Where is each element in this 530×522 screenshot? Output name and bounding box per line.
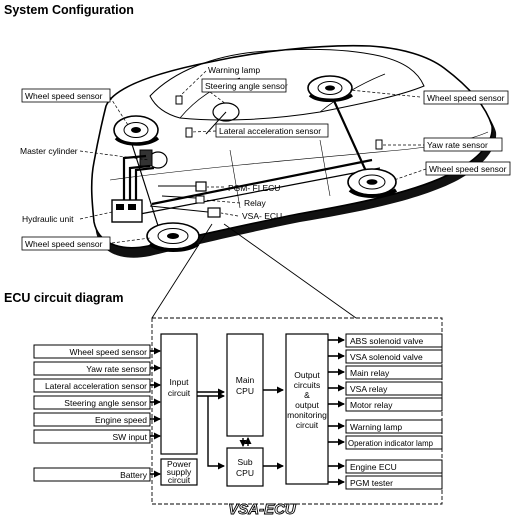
internal-arrows (197, 386, 284, 470)
input-wheel-speed-sensor: Wheel speed sensor (70, 347, 148, 357)
label-wheel-speed-sensor-fr: Wheel speed sensor (427, 93, 505, 103)
input-circuit-block (160, 333, 198, 455)
label-master-cylinder: Master cylinder (20, 146, 78, 156)
label-yaw-rate-sensor: Yaw rate sensor (427, 140, 488, 150)
input-yaw-rate-sensor: Yaw rate sensor (86, 364, 147, 374)
sub-cpu-l1: Sub (237, 457, 252, 467)
label-pgm-fi-ecu: PGM- FI ECU (228, 183, 280, 193)
output-circuit-l1: Output (294, 370, 320, 380)
label-warning-lamp: Warning lamp (208, 65, 260, 75)
brake-booster (139, 149, 153, 167)
label-hydraulic-unit: Hydraulic unit (22, 214, 74, 224)
ecu-callout (151, 223, 357, 319)
steering-wheel (212, 102, 240, 122)
output-engine-ecu: Engine ECU (350, 462, 397, 472)
output-circuit-l5: monitoring (287, 410, 327, 420)
car-leaders (79, 70, 427, 244)
ecu-blocks (160, 333, 329, 487)
label-wheel-speed-sensor-rr: Wheel speed sensor (429, 164, 507, 174)
yaw-rate-part (375, 139, 383, 150)
output-abs-solenoid-valve: ABS solenoid valve (350, 336, 424, 346)
input-circuit-l2: circuit (168, 388, 191, 398)
output-arrows (328, 336, 345, 486)
vsa-ecu-footer: VSA-ECU (228, 501, 297, 518)
input-circuit-l1: Input (170, 377, 190, 387)
output-operation-indicator-lamp: Operation indicator lamp (348, 439, 434, 448)
power-supply-l1: Power (167, 459, 191, 469)
input-labels: Wheel speed sensor Yaw rate sensor Later… (45, 347, 148, 480)
vsa-ecu-outline (151, 317, 443, 505)
lateral-accel-part (185, 127, 193, 138)
harness (149, 185, 209, 213)
door-line (229, 149, 241, 209)
door-line-2 (319, 139, 331, 197)
wheel-rear-right (307, 75, 354, 102)
output-motor-relay: Motor relay (350, 400, 393, 410)
output-main-relay: Main relay (350, 368, 390, 378)
input-steering-angle-sensor: Steering angle sensor (64, 398, 147, 408)
power-supply-block (160, 458, 198, 486)
output-boxes (345, 333, 443, 490)
front-crossmember (129, 137, 161, 233)
output-circuit-block (285, 333, 329, 485)
wheel-rear-left (347, 168, 398, 198)
vsa-ecu-part (207, 207, 221, 218)
wheel-front-right (113, 115, 160, 146)
sub-cpu-block (226, 447, 264, 487)
car-illustration (90, 44, 497, 258)
output-circuit-l6: circuit (296, 420, 319, 430)
sub-cpu-l2: CPU (236, 468, 254, 478)
chassis-rail-left (151, 158, 373, 206)
label-steering-angle-sensor: Steering angle sensor (205, 81, 288, 91)
ecu-circuit-title: ECU circuit diagram (4, 291, 124, 305)
rear-axle (328, 91, 372, 181)
output-warning-lamp: Warning lamp (350, 422, 402, 432)
main-cpu-l2: CPU (236, 386, 254, 396)
input-boxes (33, 344, 151, 482)
label-lateral-accel-sensor: Lateral acceleration sensor (219, 126, 321, 136)
warning-lamp-part (175, 95, 183, 105)
output-labels: ABS solenoid valve VSA solenoid valve Ma… (348, 336, 434, 488)
relay-part (195, 195, 205, 204)
input-battery: Battery (120, 470, 148, 480)
label-wheel-speed-sensor-fl: Wheel speed sensor (25, 91, 103, 101)
car-label-boxes (21, 78, 511, 251)
block-labels: Input circuit Power supply circuit Main … (167, 370, 327, 485)
car-cabin (149, 48, 425, 121)
car-labels: Warning lamp Steering angle sensor Wheel… (20, 65, 507, 249)
steering-column (205, 111, 227, 135)
label-relay: Relay (244, 198, 266, 208)
input-engine-speed: Engine speed (95, 415, 147, 425)
input-sw-input: SW input (113, 432, 148, 442)
output-circuit-l2: circuits (294, 380, 320, 390)
label-wheel-speed-sensor-rl: Wheel speed sensor (25, 239, 103, 249)
system-config-title: System Configuration (4, 3, 134, 17)
output-circuit-l4: output (295, 400, 319, 410)
label-vsa-ecu: VSA- ECU (242, 211, 282, 221)
hydraulic-unit-block (111, 199, 143, 223)
chassis-rail-right (139, 167, 381, 215)
wheel-front-left (146, 222, 200, 252)
input-arrows (150, 347, 161, 478)
power-supply-l2: supply (167, 467, 192, 477)
output-vsa-solenoid-valve: VSA solenoid valve (350, 352, 423, 362)
pgm-fi-ecu-part (195, 181, 207, 192)
output-circuit-l3: & (304, 390, 310, 400)
input-lateral-accel-sensor: Lateral acceleration sensor (45, 381, 147, 391)
power-supply-l3: circuit (168, 475, 191, 485)
output-vsa-relay: VSA relay (350, 384, 388, 394)
main-cpu-block (226, 333, 264, 437)
output-pgm-tester: PGM tester (350, 478, 393, 488)
main-cpu-l1: Main (236, 375, 255, 385)
